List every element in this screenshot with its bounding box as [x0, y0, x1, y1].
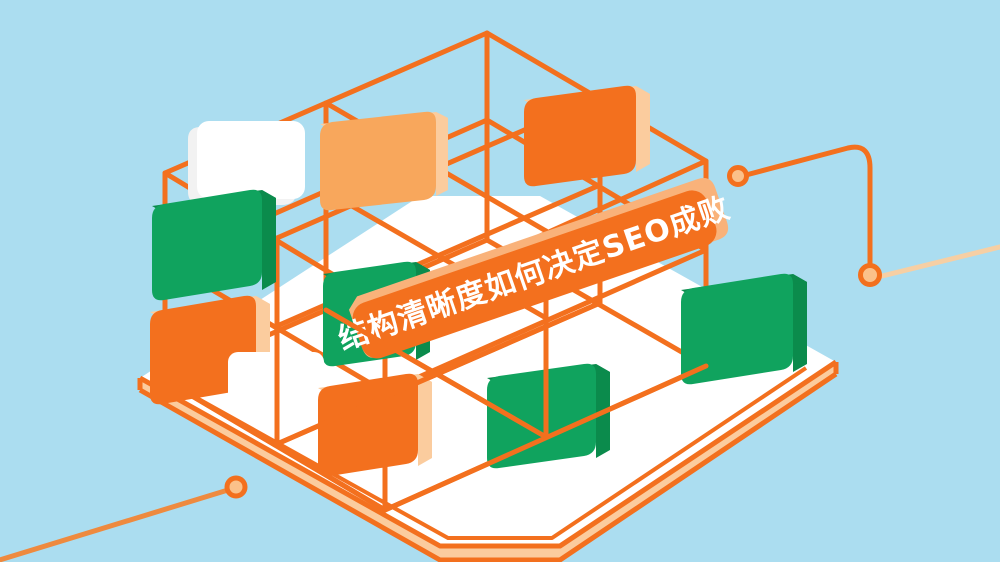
decorative-connector-top-right [727, 144, 882, 287]
decorative-connector-bottom-left [0, 475, 248, 562]
connector-ring-node [727, 165, 749, 187]
green-node-card-left [152, 189, 276, 301]
orange-node-card-top-right [524, 85, 650, 187]
green-node-card-right [681, 273, 807, 385]
connector-ring-node [858, 263, 882, 287]
white-node-card [188, 121, 305, 205]
base-platform [137, 196, 839, 562]
orange-node-card-lower-left [318, 373, 432, 477]
light-orange-node-card-top [320, 111, 448, 211]
isometric-wireframe-foreground [162, 300, 709, 513]
decorative-fading-line-right [875, 244, 1000, 280]
